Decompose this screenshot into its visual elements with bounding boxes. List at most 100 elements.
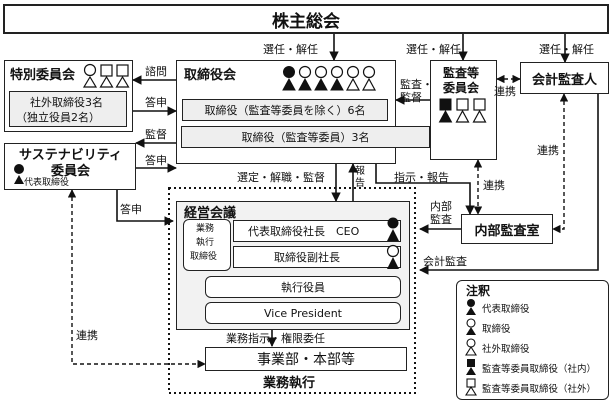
label-answer-mgmt: 答申 — [120, 203, 142, 216]
representative-director-icon — [14, 164, 24, 174]
audit-outside-director-icon — [472, 109, 487, 123]
label-coop-audit-auditor: 連携 — [494, 85, 516, 98]
ceo-label: 代表取締役社長 CEO — [248, 225, 360, 238]
audit-committee-box: 監査等 委員会 — [430, 60, 497, 160]
representative-director-icon — [283, 66, 295, 78]
label-accounting-audit: 会計監査 — [423, 255, 467, 268]
board-audit-directors-box: 取締役（監査等委員）3名 — [181, 126, 430, 148]
director-icon — [314, 77, 328, 91]
audit-inside-director-icon — [439, 98, 452, 111]
director-icon — [466, 327, 476, 335]
sustainability-rep: 代表取締役 — [24, 178, 70, 188]
vice-president-label: Vice President — [264, 306, 342, 320]
special-committee-members-box: 社外取締役3名 （独立役員2名） — [9, 91, 127, 127]
shareholders-meeting-box: 株主総会 — [3, 4, 609, 34]
label-business-instruction: 業務指示・権限委任 — [226, 332, 325, 345]
divisions-title: 事業部・本部等 — [257, 352, 355, 368]
label-appoint-board: 選任・解任 — [263, 43, 318, 56]
management-title: 経営会議 — [184, 206, 237, 221]
officers-label: 執行役員 — [281, 281, 325, 294]
label-audit-supervise-1: 監査・ — [400, 78, 433, 91]
vp-box: 取締役副社長 — [233, 246, 401, 268]
label-audit-supervise-2: 監督 — [400, 91, 422, 104]
legend-item-director: 取締役 — [482, 324, 511, 335]
label-appoint-audit: 選任・解任 — [406, 43, 461, 56]
board-title: 取締役会 — [184, 68, 237, 83]
label-internal-audit-2: 監査 — [430, 213, 452, 226]
label-instruction-report: 指示・報告 — [394, 171, 449, 184]
special-committee-member-icons — [82, 63, 130, 88]
label-report-1: 報 — [355, 166, 365, 177]
board-directors-box: 取締役（監査等委員を除く）6名 — [182, 99, 388, 121]
label-coop-auditor-internal: 連携 — [537, 144, 559, 157]
special-committee-members: 社外取締役3名 — [30, 96, 103, 109]
audit-outside-director-icon — [100, 64, 113, 77]
vice-president-box: Vice President — [205, 302, 401, 324]
legend-box: 注釈 代表取締役 取締役 社外取締役 監査等委員取締役（社内） 監査等委員取締役… — [456, 280, 609, 400]
exec-director-line1: 業務 — [196, 224, 215, 234]
outside-director-icon — [345, 77, 361, 91]
special-committee-box: 特別委員会 社外取締役3名 （独立役員2名） — [4, 60, 133, 132]
legend-item-audit-outside: 監査等委員取締役（社外） — [482, 384, 597, 395]
divisions-box: 事業部・本部等 — [205, 347, 407, 371]
exec-director-box: 業務 執行 取締役 — [183, 219, 231, 271]
audit-inside-director-icon — [438, 109, 453, 123]
director-icon — [387, 257, 399, 269]
edge-accounting-audit — [419, 94, 599, 275]
audit-committee-title-2: 委員会 — [443, 81, 480, 95]
board-directors-label: 取締役（監査等委員を除く）6名 — [204, 104, 366, 117]
legend-icons — [465, 299, 477, 396]
shareholders-meeting-title: 株主総会 — [272, 11, 340, 32]
director-icon — [330, 65, 344, 79]
outside-director-icon — [346, 65, 360, 79]
audit-outside-director-icon — [465, 385, 477, 396]
representative-director-icon — [387, 217, 399, 229]
legend-item-outside: 社外取締役 — [482, 344, 530, 355]
internal-audit-title: 内部監査室 — [474, 223, 540, 239]
label-appoint-auditor: 選任・解任 — [539, 43, 594, 56]
edge-coop-sus-divisions — [67, 189, 206, 369]
audit-committee-member-icons — [438, 98, 487, 123]
vp-label: 取締役副社長 — [274, 251, 340, 264]
director-icon — [298, 77, 312, 91]
outside-director-icon — [82, 75, 98, 88]
label-internal-audit-1: 内部 — [430, 200, 452, 213]
outside-director-icon — [466, 338, 476, 348]
legend-item-rep: 代表取締役 — [482, 304, 530, 315]
director-icon — [298, 65, 312, 79]
label-answer-special: 答申 — [145, 96, 167, 109]
representative-director-icon — [467, 299, 475, 307]
label-coop-sus-divisions: 連携 — [76, 329, 98, 342]
edge-coop-auditor-internal — [552, 93, 569, 234]
management-box: 経営会議 業務 執行 取締役 代表取締役社長 CEO 取締役副社長 執行役員 V… — [176, 201, 410, 330]
director-icon — [386, 244, 400, 258]
audit-committee-title-1: 監査等 — [443, 66, 480, 80]
legend-title: 注釈 — [466, 284, 491, 298]
director-icon — [314, 65, 328, 79]
exec-director-line2: 執行 — [196, 238, 215, 248]
board-box: 取締役会 取締役（監査等委員を除く）6名 — [176, 60, 396, 164]
internal-audit-box: 内部監査室 — [461, 214, 553, 244]
label-report-2: 告 — [355, 178, 365, 189]
outside-director-icon — [362, 65, 376, 79]
audit-outside-director-icon — [99, 75, 114, 88]
execution-label: 業務執行 — [263, 376, 316, 391]
audit-outside-director-icon — [116, 64, 129, 77]
sustainability-title-1: サステナビリティ — [19, 148, 122, 163]
label-select-dismiss: 選定・解職・監督 — [237, 171, 325, 184]
label-consult: 諮問 — [145, 65, 167, 78]
audit-outside-director-icon — [455, 109, 470, 123]
legend-item-audit-inside: 監査等委員取締役（社内） — [482, 364, 597, 375]
exec-director-line3: 取締役 — [190, 252, 218, 262]
auditor-title: 会計監査人 — [531, 72, 597, 88]
label-supervise: 監督 — [145, 128, 167, 141]
board-member-icons — [282, 65, 377, 91]
outside-director-icon — [83, 63, 97, 77]
representative-director-icon — [282, 77, 296, 91]
ceo-box: 代表取締役社長 CEO — [233, 220, 401, 242]
mgmt-rep-icons — [386, 217, 400, 269]
special-committee-title: 特別委員会 — [10, 68, 76, 83]
audit-inside-director-icon — [467, 359, 475, 367]
label-coop-audit-internal: 連携 — [483, 179, 505, 192]
